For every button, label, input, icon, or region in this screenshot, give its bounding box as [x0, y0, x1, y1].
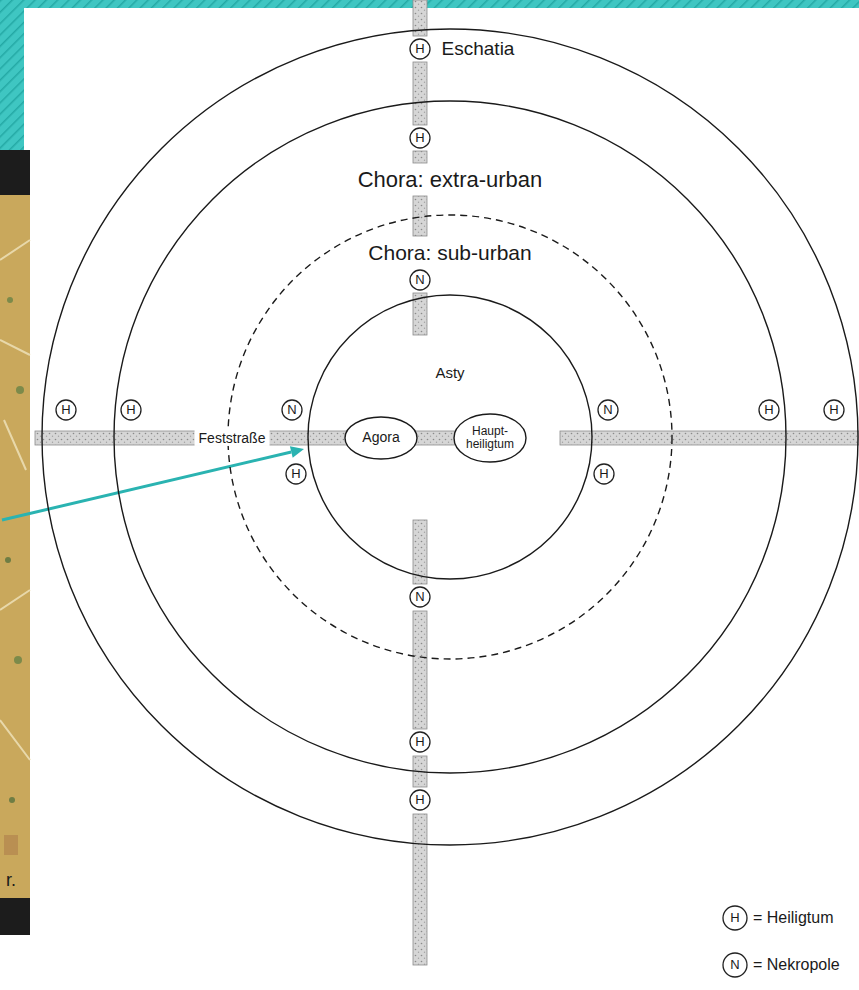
heiligtum-marker: H	[409, 38, 431, 60]
chora-zone-shape	[114, 101, 786, 773]
legend-text: = Heiligtum	[753, 909, 833, 927]
marker-letter: H	[823, 399, 845, 421]
zone-label: Eschatia	[442, 38, 515, 60]
agora-ellipse: Agora	[344, 416, 418, 460]
sanctuary-ellipse-shape	[454, 414, 526, 462]
heiligtum-marker-shape	[56, 400, 76, 420]
nekropole-marker-shape	[598, 400, 618, 420]
zone-label: Chora: sub-urban	[368, 241, 531, 265]
marker-letter: N	[281, 399, 303, 421]
marker-letter: N	[409, 586, 431, 608]
zone-label: Chora: extra-urban	[358, 167, 543, 193]
marker-letter: H	[55, 399, 77, 421]
legend-text: = Nekropole	[753, 956, 840, 974]
zone-label: Asty	[435, 364, 464, 381]
nekropole-marker: N	[409, 269, 431, 291]
eschatia-zone: EschatiaHChora: extra-urbanHChora: sub-u…	[42, 29, 858, 845]
marker-letter: H	[409, 789, 431, 811]
nekropole-marker-shape	[410, 270, 430, 290]
heiligtum-marker: H	[55, 399, 77, 421]
heiligtum-marker-shape	[824, 400, 844, 420]
nekropole-marker-shape	[282, 400, 302, 420]
marker-letter: N	[409, 269, 431, 291]
place-label: Agora	[351, 430, 411, 445]
marker-letter: H	[409, 731, 431, 753]
nekropole-marker: N	[409, 586, 431, 608]
eschatia-zone-outline	[42, 29, 858, 845]
aerial-photo	[0, 195, 30, 898]
heiligtum-marker: H	[593, 463, 615, 485]
chora-zone-shape	[228, 215, 672, 659]
sanctuary-ellipse: Haupt- heiligtum	[453, 413, 527, 463]
heiligtum-marker-shape	[410, 732, 430, 752]
marker-letter: H	[593, 463, 615, 485]
heiligtum-marker-shape	[121, 400, 141, 420]
marker-letter: H	[285, 463, 307, 485]
heiligtum-marker-shape	[759, 400, 779, 420]
slide-frame	[0, 0, 859, 935]
place-label: Haupt- heiligtum	[460, 425, 520, 451]
heiligtum-marker: H	[758, 399, 780, 421]
heiligtum-marker-shape	[410, 128, 430, 148]
heiligtum-marker: H	[285, 463, 307, 485]
legend-sample-letter: H	[730, 911, 739, 926]
marker-letter: H	[409, 38, 431, 60]
chora-zone: Chora: sub-urbanN AstyAgora Haupt- heiligt…	[228, 215, 672, 659]
marker-letter: N	[597, 399, 619, 421]
legend-sample-letter: N	[730, 958, 739, 973]
asty-circle: AstyAgora Haupt- heiligtum	[308, 295, 592, 579]
heiligtum-marker-shape	[286, 464, 306, 484]
heiligtum-marker-shape	[410, 39, 430, 59]
nekropole-marker-shape	[410, 587, 430, 607]
agora-ellipse-shape	[345, 417, 417, 459]
heiligtum-marker: H	[823, 399, 845, 421]
chora-zone-outline	[228, 215, 672, 659]
marker-letter: H	[409, 127, 431, 149]
photo-caption-fragment: r.	[6, 870, 16, 891]
heiligtum-marker: H	[409, 789, 431, 811]
heiligtum-marker: H	[120, 399, 142, 421]
legend-sample	[723, 906, 747, 977]
heiligtum-marker: H	[409, 127, 431, 149]
nekropole-marker: N	[597, 399, 619, 421]
heiligtum-marker: H	[409, 731, 431, 753]
road-label: Feststraße	[195, 430, 270, 446]
marker-letter: H	[758, 399, 780, 421]
pointer-arrow	[2, 446, 304, 520]
marker-letter: H	[120, 399, 142, 421]
nekropole-marker: N	[281, 399, 303, 421]
heiligtum-marker-shape	[594, 464, 614, 484]
asty-circle-shape	[308, 295, 592, 579]
heiligtum-marker-shape	[410, 790, 430, 810]
eschatia-zone-shape	[42, 29, 858, 845]
